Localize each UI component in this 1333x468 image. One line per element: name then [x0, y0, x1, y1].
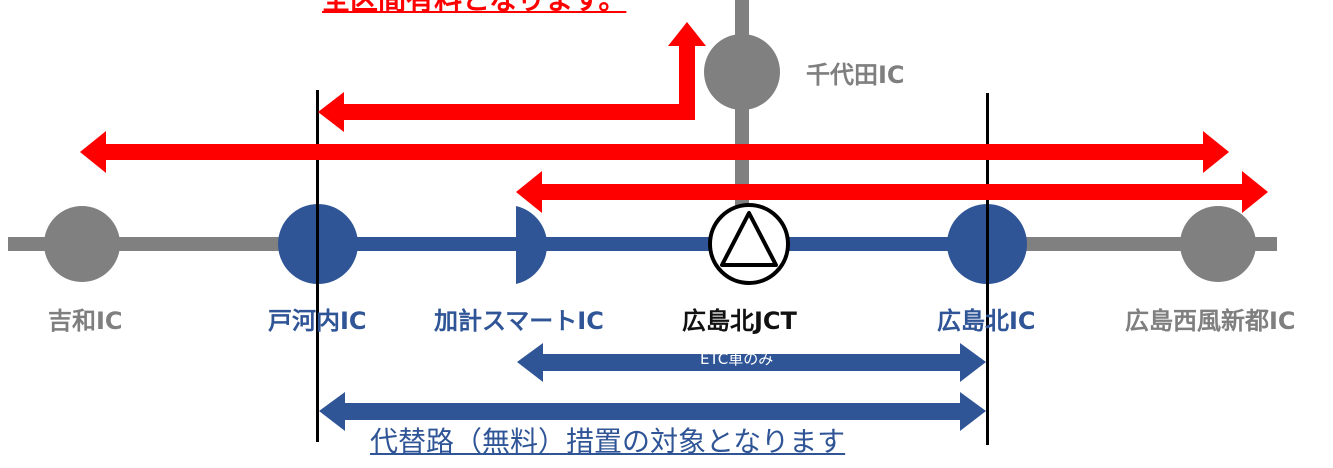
red-bent-arrow-head-up: [668, 22, 706, 46]
tokouchi-ic-label: 戸河内IC: [268, 307, 367, 335]
blue-etc-arrow-head-left: [517, 343, 543, 382]
red-arrow-short-head-left: [516, 171, 542, 213]
chiyoda-ic-label: 千代田IC: [806, 61, 905, 89]
etc-only-note: ETC車のみ: [700, 350, 774, 368]
red-bent-arrow-head-left: [318, 92, 344, 132]
blue-free-arrow-head-left: [319, 392, 345, 431]
yoshiwa-ic-label: 吉和IC: [48, 307, 123, 335]
red-arrow-long-head-right: [1203, 131, 1229, 173]
red-arrow-short-shaft: [538, 184, 1246, 200]
jct-triangle-icon: [720, 211, 778, 267]
hiroshima-kita-jct-label: 広島北JCT: [682, 307, 797, 335]
chiyoda-ic-node: [704, 34, 780, 110]
alternative-route-banner: 代替路（無料）措置の対象となります: [370, 425, 846, 458]
red-bent-arrow: [338, 45, 695, 120]
all-toll-banner: 全区間有料となります。: [322, 0, 626, 14]
hiroshima-nishifu-ic-label: 広島西風新都IC: [1125, 307, 1296, 335]
kake-smart-ic-node: [516, 206, 548, 284]
hiroshima-nishifu-ic-node: [1180, 206, 1256, 282]
blue-free-arrow-shaft: [338, 403, 964, 420]
blue-etc-arrow-head-right: [960, 343, 986, 382]
kake-smart-ic-label: 加計スマートIC: [434, 307, 604, 335]
blue-etc-arrow-shaft: [536, 354, 964, 371]
red-arrow-short-head-right: [1242, 171, 1268, 213]
red-arrow-long-head-left: [80, 131, 106, 173]
blue-free-arrow-head-right: [960, 392, 986, 431]
red-arrow-long-shaft: [102, 144, 1206, 160]
hiroshima-kita-ic-label: 広島北IC: [937, 307, 1036, 335]
yoshiwa-ic-node: [44, 206, 120, 282]
boundary-line-tokouchi: [316, 90, 319, 442]
boundary-line-hiroshima-kita: [986, 93, 989, 445]
main-road-blue-section: [318, 237, 988, 251]
